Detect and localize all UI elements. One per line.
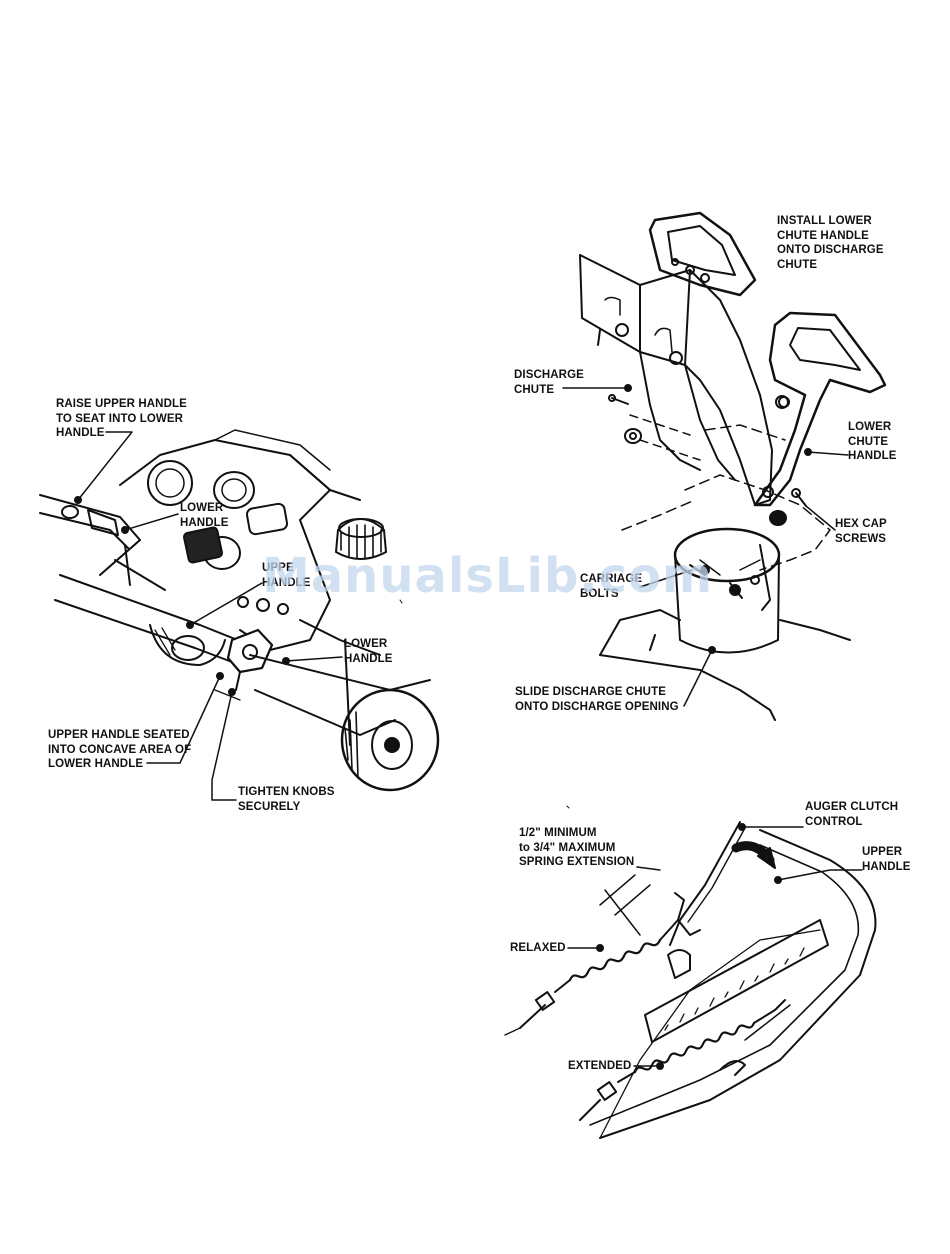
label-hex-cap-screws: HEX CAP SCREWS — [835, 518, 887, 545]
label-slide-discharge-chute: SLIDE DISCHARGE CHUTE ONTO DISCHARGE OPE… — [515, 686, 679, 713]
label-install-lower-chute-handle: INSTALL LOWER CHUTE HANDLE ONTO DISCHARG… — [777, 215, 884, 271]
label-discharge-chute: DISCHARGE CHUTE — [514, 369, 584, 396]
label-spring-extension: 1/2" MINIMUM to 3/4" MAXIMUM SPRING EXTE… — [519, 827, 635, 868]
label-carriage-bolts: CARRIAGE BOLTS — [580, 573, 643, 600]
label-upper-handle-seated: UPPER HANDLE SEATED INTO CONCAVE AREA OF… — [48, 729, 192, 770]
label-extended: EXTENDED — [568, 1060, 632, 1072]
label-lower-chute-handle: LOWER CHUTE HANDLE — [848, 421, 897, 462]
label-raise-upper-handle: RAISE UPPER HANDLE TO SEAT INTO LOWER HA… — [56, 398, 187, 439]
label-lower-handle-top: LOWER HANDLE — [180, 502, 229, 529]
label-auger-clutch-control: AUGER CLUTCH CONTROL — [805, 801, 899, 828]
watermark: ManualsLib.com — [262, 548, 713, 604]
label-relaxed: RELAXED — [510, 942, 566, 954]
label-tighten-knobs: TIGHTEN KNOBS SECURELY — [238, 786, 335, 813]
label-lower-handle-right: LOWER HANDLE — [344, 638, 393, 665]
label-upper-handle-partial: UPPE HANDLE — [262, 562, 311, 589]
label-upper-handle: UPPER HANDLE — [862, 846, 911, 873]
